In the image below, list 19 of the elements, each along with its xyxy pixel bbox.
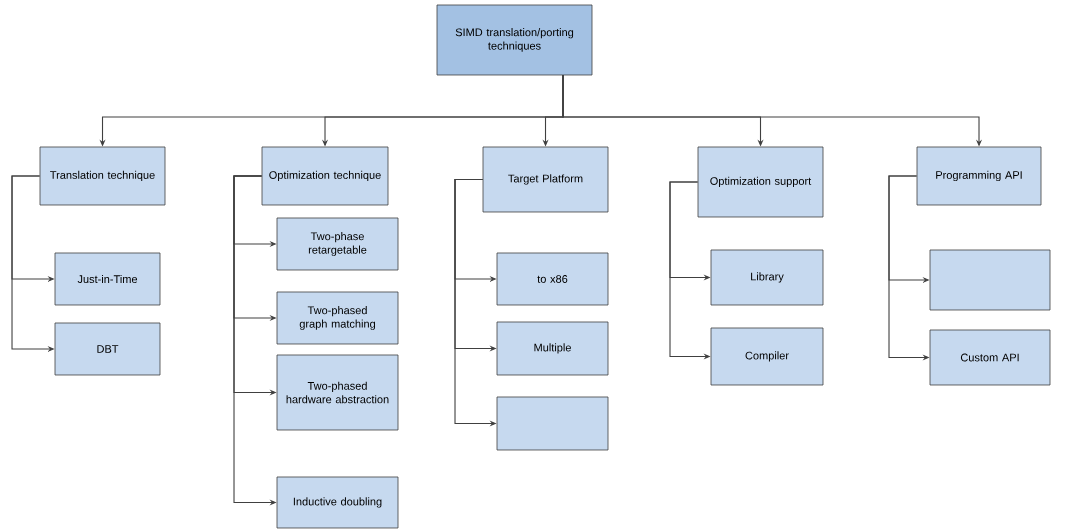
- category-box: Optimization technique: [261, 146, 389, 206]
- category-box: DBT: [54, 322, 161, 376]
- category-box: Two-phased hardware abstraction: [276, 354, 399, 431]
- category-box: Programming API: [916, 146, 1042, 206]
- category-box: Optimization support: [697, 146, 824, 218]
- empty-box: [929, 249, 1051, 311]
- category-box: Compiler: [710, 327, 824, 386]
- category-box: Inductive doubling: [276, 476, 399, 529]
- category-box: Two-phase retargetable: [276, 217, 399, 271]
- empty-box: [496, 396, 609, 451]
- category-box: Just-in-Time: [54, 252, 161, 306]
- category-box: Two-phased graph matching: [276, 291, 399, 345]
- category-box: Library: [710, 249, 824, 306]
- category-box: to x86: [496, 252, 609, 306]
- category-box: Translation technique: [39, 146, 166, 206]
- category-box: Multiple: [496, 321, 609, 376]
- category-box: Target Platform: [482, 146, 609, 213]
- root-box: SIMD translation/porting techniques: [436, 4, 593, 76]
- category-box: Custom API: [929, 329, 1051, 386]
